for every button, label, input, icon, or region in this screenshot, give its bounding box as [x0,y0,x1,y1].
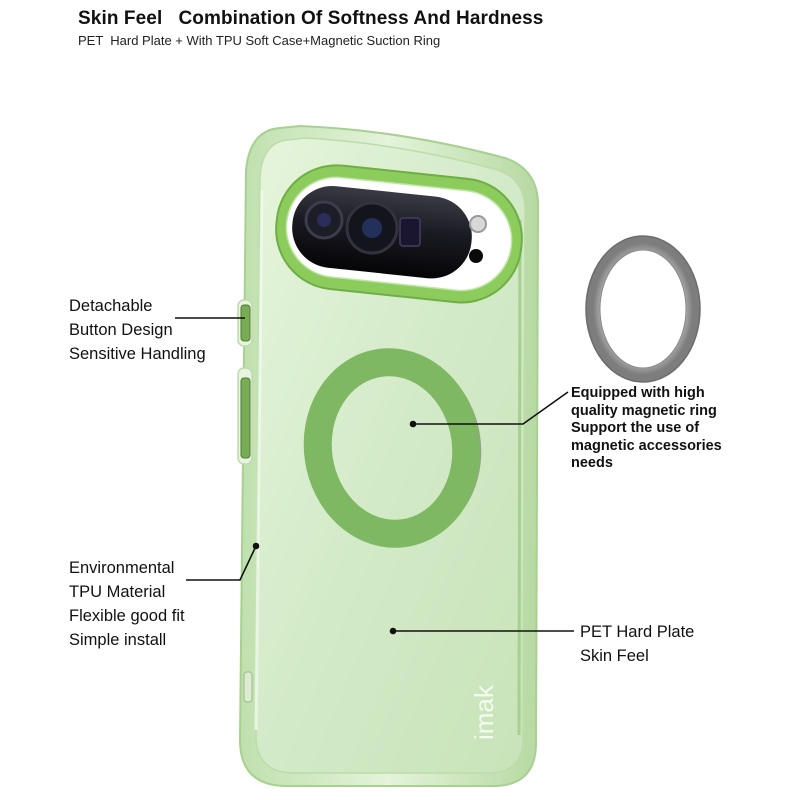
metal-magnetic-ring [585,235,701,383]
callout-line: quality magnetic ring [571,402,717,419]
callout-line: Button Design [69,321,173,339]
callout-pet-plate: PET Hard Plate Skin Feel [580,620,694,668]
brand-logo: imak [469,684,499,740]
camera-bar [275,164,523,304]
callout-line: Environmental [69,559,175,577]
callout-line: Equipped with high [571,385,705,401]
callout-line: magnetic accessories [571,437,722,454]
flash-icon [469,215,487,233]
callout-button-design: Detachable Button Design Sensitive Handl… [69,294,206,366]
callout-line: TPU Material [69,583,166,601]
callout-line: Support the use of [571,420,700,436]
callout-line: Skin Feel [580,647,649,665]
callout-tpu-material: Environmental TPU Material Flexible good… [69,556,185,652]
callout-line: PET Hard Plate [580,623,695,641]
camera-sensor-icon [399,217,421,247]
page-title: Skin Feel Combination Of Softness And Ha… [78,8,544,29]
callout-magnetic-ring: Equipped with high quality magnetic ring… [571,385,722,473]
callout-line: Detachable [69,297,153,315]
microphone-icon [469,249,483,263]
callout-line: Sensitive Handling [69,345,206,363]
side-buttons [237,299,253,703]
magsafe-ring [303,348,482,548]
callout-line: Simple install [69,631,167,649]
page-subtitle: PET Hard Plate + With TPU Soft Case+Magn… [78,33,441,48]
callout-line: Flexible good fit [69,607,185,625]
callout-lines [175,317,574,635]
callout-line: needs [571,455,613,471]
